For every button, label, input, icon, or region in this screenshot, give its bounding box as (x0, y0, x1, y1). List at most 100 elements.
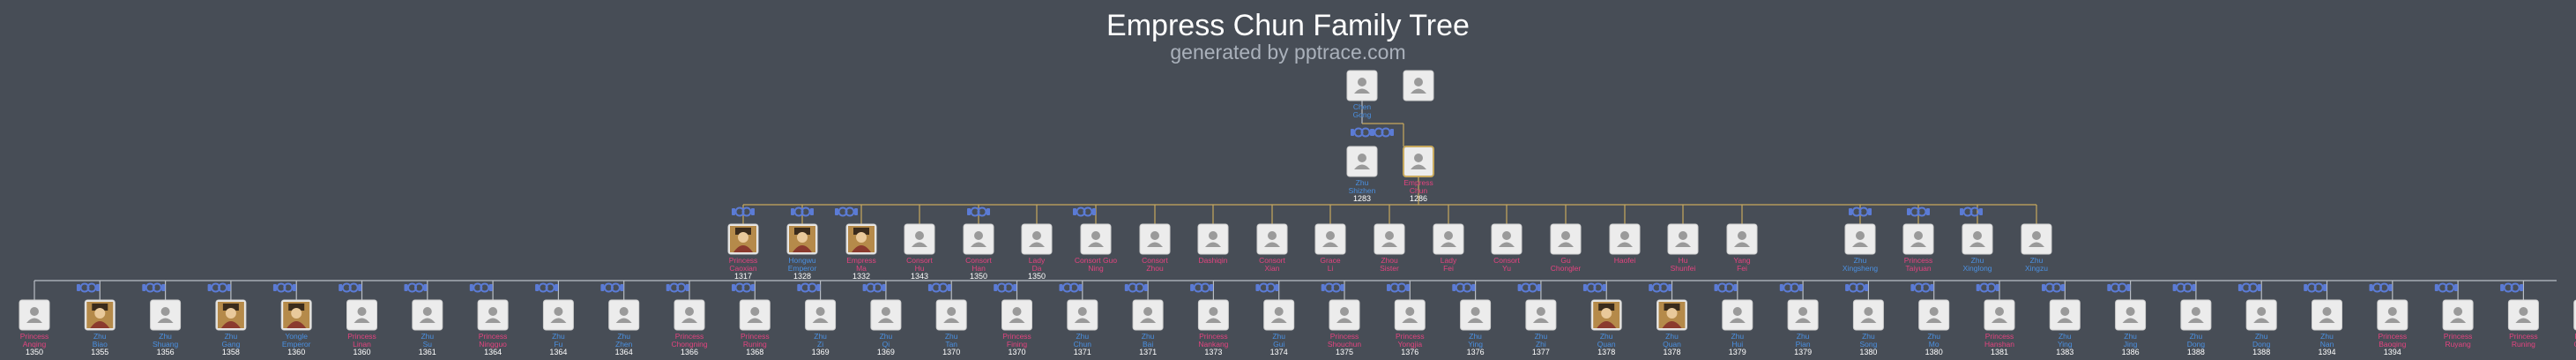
marriage-rings-icon (1255, 282, 1279, 293)
person-card[interactable]: Haofei (1609, 223, 1641, 265)
avatar-icon (1925, 307, 1942, 323)
birth-year: 1343 (911, 272, 928, 281)
avatar-icon (1441, 231, 1456, 247)
portrait-icon (283, 302, 310, 328)
person-card[interactable]: Dashiqin (1197, 223, 1229, 265)
birth-year: 1369 (877, 348, 895, 356)
person-card[interactable]: PrincessChanggu (2573, 299, 2576, 349)
avatar-icon (1354, 78, 1370, 94)
avatar-icon (1910, 231, 1926, 247)
birth-year: 1356 (157, 348, 175, 356)
birth-year: 1394 (2318, 348, 2335, 356)
avatar-icon (1411, 154, 1426, 169)
birth-year: 1364 (549, 348, 567, 356)
avatar-icon (1074, 307, 1091, 323)
birth-year: 1368 (746, 348, 763, 356)
person-card[interactable] (1403, 70, 1434, 101)
birth-year: 1381 (1991, 348, 2008, 356)
avatar-icon (812, 307, 829, 323)
avatar-icon (26, 307, 42, 323)
marriage-rings-icon (927, 282, 951, 293)
birth-year: 1378 (1663, 348, 1680, 356)
marriage-rings-icon (1190, 282, 1214, 293)
avatar-icon (943, 307, 960, 323)
marriage-rings-icon (967, 206, 990, 217)
birth-year: 1370 (942, 348, 960, 356)
